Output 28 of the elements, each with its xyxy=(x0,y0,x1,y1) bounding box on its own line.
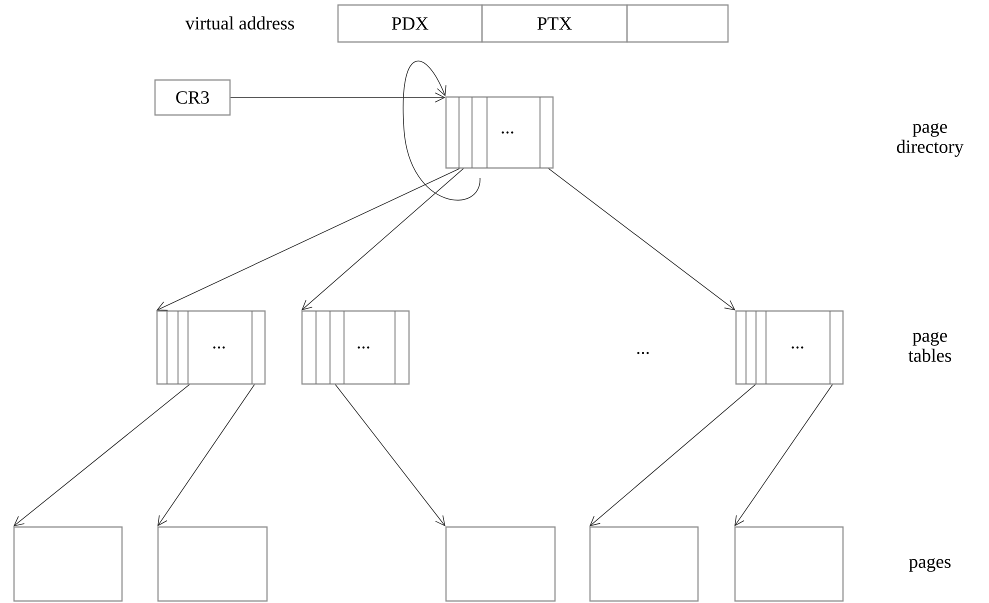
arrow xyxy=(589,384,756,526)
arrow xyxy=(230,92,446,103)
row-label: page directory xyxy=(896,123,964,157)
arrow xyxy=(335,384,446,526)
page-box xyxy=(589,526,699,602)
arrow xyxy=(402,60,480,200)
table-drawing: ... xyxy=(156,310,266,385)
address-field xyxy=(626,4,729,43)
page-box xyxy=(445,526,556,602)
page-box xyxy=(734,526,844,602)
table-drawing: ... xyxy=(445,96,554,169)
page-box xyxy=(157,526,268,602)
table-drawing: ... xyxy=(301,310,410,385)
row-label: virtual address xyxy=(185,16,294,30)
arrow xyxy=(157,384,255,526)
arrow xyxy=(734,384,833,526)
ellipsis: ... xyxy=(637,352,649,354)
arrow xyxy=(156,168,460,311)
row-label: page tables xyxy=(908,332,952,362)
arrow xyxy=(301,168,464,310)
table-drawing: ... xyxy=(735,310,844,385)
register-box: CR3 xyxy=(154,79,231,116)
arrow xyxy=(13,384,190,526)
row-label: pages xyxy=(909,558,951,572)
arrow xyxy=(548,168,736,310)
page-box xyxy=(13,526,123,602)
address-field: PDX xyxy=(337,4,483,43)
address-field: PTX xyxy=(481,4,628,43)
